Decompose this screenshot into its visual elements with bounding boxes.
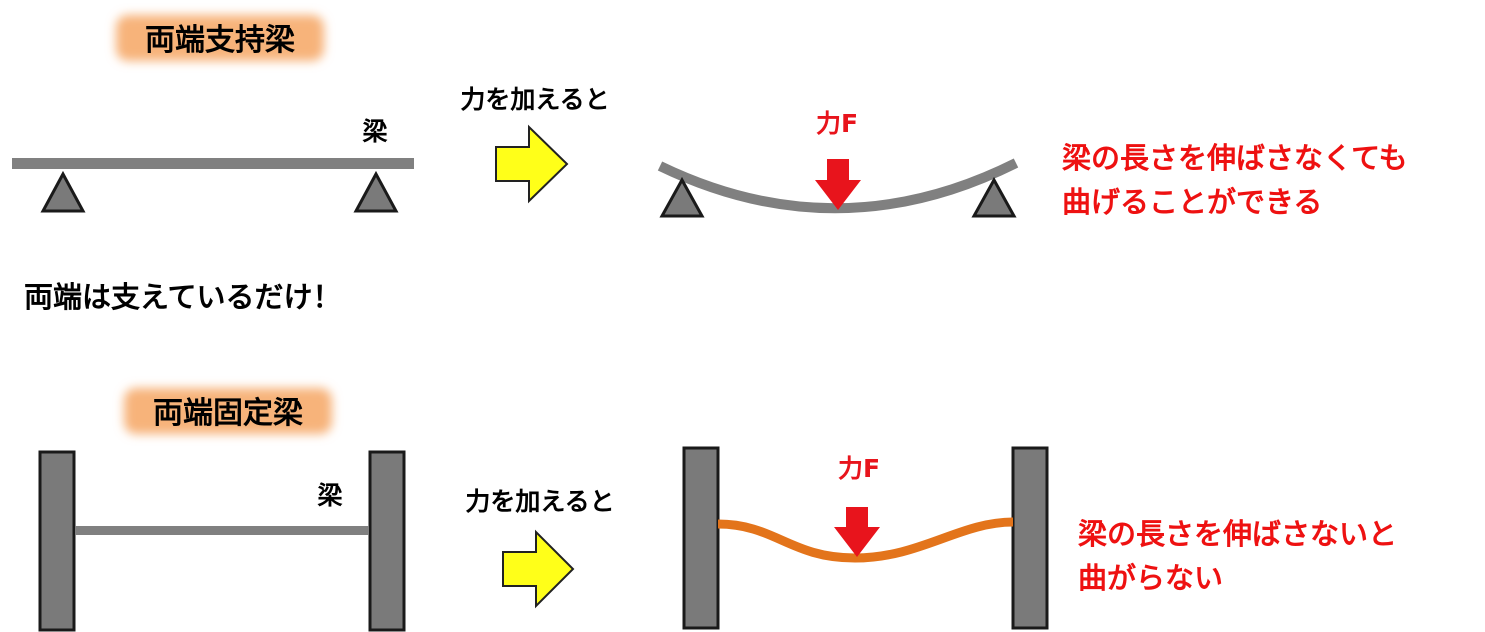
fixed-straight-beam [75,526,369,535]
fixed-ends-title: 両端固定梁 [153,396,303,431]
left-support-icon [40,170,86,213]
simply-supported-title-glow [116,15,324,61]
right-wall [368,450,406,632]
result-line-2: 曲げることができる [1062,185,1322,219]
fixed-action-arrow-icon [502,529,575,609]
bent-left-wall [682,446,720,630]
bent-right-wall [1011,446,1049,630]
action-arrow-icon [495,124,569,204]
beam-label: 梁 [361,117,387,146]
bent-right-support-icon [971,176,1017,218]
simply-supported-note: 両端は支えているだけ！ [24,280,342,314]
fixed-result-line-2: 曲がらない [1078,561,1223,595]
simply-supported-title: 両端支持梁 [145,23,295,58]
straight-beam [12,158,414,169]
fixed-result-line-1: 梁の長さを伸ばさないと [1078,517,1397,551]
force-arrow-icon [815,159,861,210]
fixed-ends-section: 両端固定梁 梁 力を加えると 力F 梁の長さを伸ばさないと 曲がらない [38,388,1397,632]
fixed-force-arrow-icon [834,507,880,557]
action-label: 力を加えると [460,85,609,114]
simply-supported-section: 両端支持梁 梁 力を加えると 力F 梁の長さを伸ばさなくても 曲げることができる [12,15,1408,219]
result-line-1: 梁の長さを伸ばさなくても [1062,141,1408,175]
right-support-icon [353,170,399,213]
force-label: 力F [816,109,858,138]
left-wall [38,450,76,632]
fixed-action-label: 力を加えると [465,487,614,516]
bent-left-support-icon [659,176,705,218]
fixed-beam-label: 梁 [316,481,342,510]
fixed-bent-beam [717,517,1014,563]
fixed-force-label: 力F [838,454,880,483]
fixed-ends-title-glow [124,388,332,434]
